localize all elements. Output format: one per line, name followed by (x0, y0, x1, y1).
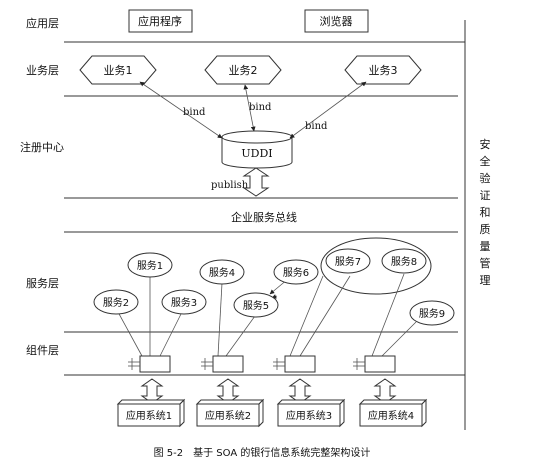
publish-label: publish (211, 180, 249, 191)
service-2: 服务2 (93, 289, 139, 315)
uddi-cylinder-top (221, 130, 293, 144)
security-quality-management-label: 安 全 验 证 和 质 量 管 理 (480, 137, 491, 287)
service-8: 服务8 (381, 248, 427, 274)
app-system-3: 应用系统3 (276, 398, 346, 428)
service-8-label: 服务8 (391, 255, 417, 268)
business-3-label: 业务3 (369, 64, 398, 77)
component-3-system-arrow (288, 378, 312, 404)
figure-caption: 图 5-2 基于 SOA 的银行信息系统完整架构设计 (154, 446, 371, 459)
svg-text:安: 安 (480, 137, 491, 151)
business-2-label: 业务2 (229, 64, 258, 77)
svg-text:理: 理 (480, 274, 491, 287)
app-system-2-label: 应用系统2 (205, 409, 251, 422)
component-1-system-arrow (140, 378, 164, 404)
uddi-cylinder-body (221, 137, 293, 169)
business-1-label: 业务1 (104, 64, 133, 77)
service-2-label: 服务2 (103, 296, 129, 309)
svg-text:质: 质 (480, 223, 491, 236)
service-6-label: 服务6 (283, 266, 309, 279)
svg-text:证: 证 (480, 189, 491, 202)
service-4: 服务4 (199, 259, 245, 285)
service-1: 服务1 (127, 252, 173, 278)
service-5: 服务5 (233, 292, 279, 318)
svg-text:量: 量 (480, 240, 491, 253)
service-1-label: 服务1 (137, 259, 163, 272)
bind-arrow-1 (139, 81, 223, 139)
component-4 (353, 355, 396, 373)
app-system-4-label: 应用系统4 (368, 409, 414, 422)
bind-arrow-3 (289, 81, 367, 139)
service-3: 服务3 (161, 289, 207, 315)
service-6: 服务6 (273, 259, 319, 285)
enterprise-service-bus-label: 企业服务总线 (231, 210, 297, 224)
app-program-label: 应用程序 (138, 14, 182, 28)
bind-label-1: bind (183, 107, 206, 118)
app-system-3-label: 应用系统3 (286, 409, 332, 422)
app-system-1: 应用系统1 (116, 398, 186, 428)
svg-text:全: 全 (480, 154, 491, 168)
service-7-label: 服务7 (335, 255, 361, 268)
component-3 (273, 355, 316, 373)
bind-arrow-2 (243, 84, 256, 132)
bind-label-3: bind (305, 121, 328, 132)
component-2-system-arrow (216, 378, 240, 404)
service-3-label: 服务3 (171, 296, 197, 309)
layer-label-app: 应用层 (26, 16, 59, 30)
svg-text:管: 管 (480, 256, 491, 270)
service-9: 服务9 (409, 300, 455, 326)
service-5-label: 服务5 (243, 299, 269, 312)
component-4-system-arrow (373, 378, 397, 404)
layer-label-business: 业务层 (26, 64, 59, 77)
app-system-1-label: 应用系统1 (126, 409, 172, 422)
layer-label-component: 组件层 (26, 343, 59, 357)
layer-label-registry: 注册中心 (20, 140, 64, 154)
app-system-2: 应用系统2 (195, 398, 265, 428)
service-9-label: 服务9 (419, 307, 445, 320)
publish-arrow (242, 167, 270, 197)
svg-text:验: 验 (480, 171, 491, 185)
component-2 (201, 355, 244, 373)
browser-label: 浏览器 (320, 14, 353, 28)
service-group-ellipse (320, 237, 432, 295)
app-program-box (128, 9, 193, 33)
layer-label-service: 服务层 (26, 277, 59, 290)
service-7: 服务7 (325, 248, 371, 274)
app-system-4: 应用系统4 (358, 398, 428, 428)
bind-label-2: bind (249, 102, 272, 113)
uddi-label: UDDI (241, 147, 272, 160)
browser-box (304, 9, 369, 33)
service-4-label: 服务4 (209, 266, 235, 279)
business-1-hexagon (79, 55, 157, 85)
component-1 (128, 355, 171, 373)
svg-text:和: 和 (480, 206, 491, 219)
